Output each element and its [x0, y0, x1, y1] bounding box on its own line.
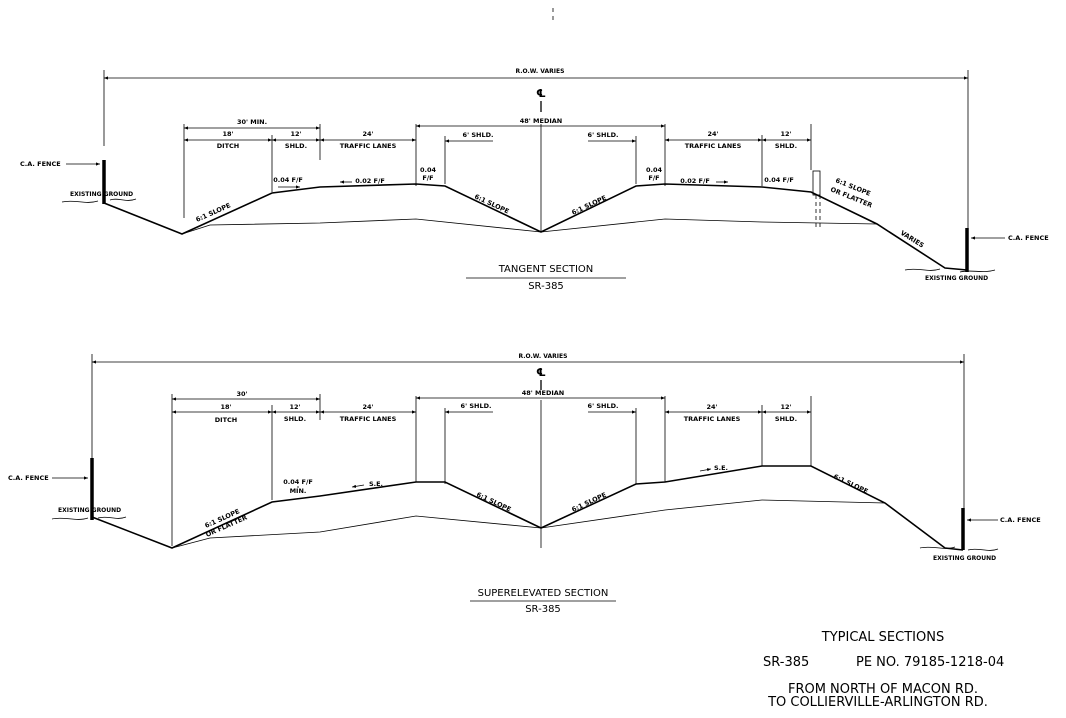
- dim-18: 18': [222, 130, 233, 138]
- ditch-label-2: DITCH: [215, 416, 237, 424]
- existing-ground-left: EXISTING GROUND: [70, 191, 133, 198]
- superelevated-section: R.O.W. VARIES ℄ 30' 18' DITCH 12' SHLD. …: [8, 353, 1041, 615]
- fence-label-right-2: C.A. FENCE: [1000, 516, 1041, 524]
- title-block-to: TO COLLIERVILLE-ARLINGTON RD.: [767, 695, 988, 710]
- dim-30: 30': [236, 390, 247, 398]
- dim-24-left: 24': [362, 130, 373, 138]
- left-fence: C.A. FENCE EXISTING GROUND: [20, 160, 137, 204]
- median-dimensions-2: 48' MEDIAN 6' SHLD. 6' SHLD.: [416, 389, 666, 484]
- slope-61-d-2: 6:1 SLOPE: [832, 473, 869, 496]
- se-right: S.E.: [714, 464, 728, 472]
- row-label: R.O.W. VARIES: [516, 68, 565, 75]
- shld6-left-2: 6' SHLD.: [461, 402, 492, 410]
- slope-004-left: 0.04 F/F: [273, 176, 303, 184]
- fence-label-left-2: C.A. FENCE: [8, 474, 49, 482]
- guardrail: [812, 170, 821, 228]
- shld6-right: 6' SHLD.: [588, 131, 619, 139]
- right-dimensions: 24' TRAFFIC LANES 12' SHLD.: [665, 124, 812, 186]
- slope-002-left: 0.02 F/F: [355, 177, 385, 185]
- dim-18-2: 18': [220, 403, 231, 411]
- median-label: 48' MEDIAN: [520, 117, 563, 125]
- traffic-lanes-right-2: TRAFFIC LANES: [684, 415, 741, 423]
- dim-24-left-2: 24': [362, 403, 373, 411]
- tangent-section: R.O.W. VARIES ℄ 30' MIN. 18' DITCH 12' S…: [20, 68, 1049, 292]
- super-profile: [91, 465, 964, 551]
- shld-right: SHLD.: [775, 142, 797, 150]
- tangent-subtitle: SR-385: [528, 281, 564, 292]
- dim-30-min: 30' MIN.: [237, 118, 267, 126]
- existing-ground-right-2: EXISTING GROUND: [933, 555, 996, 562]
- row-dimension-2: R.O.W. VARIES: [91, 353, 965, 508]
- shld6-right-2: 6' SHLD.: [588, 402, 619, 410]
- right-fence: C.A. FENCE EXISTING GROUND: [904, 228, 1049, 282]
- centerline: ℄: [536, 87, 546, 232]
- ff-left-1: 0.04: [420, 166, 437, 174]
- ff-left-2: F/F: [422, 174, 433, 182]
- slope-61-c: 6:1 SLOPE: [570, 194, 607, 217]
- right-fence-2: C.A. FENCE EXISTING GROUND: [919, 508, 1041, 562]
- title-block-heading: TYPICAL SECTIONS: [821, 630, 944, 645]
- ditch-label: DITCH: [217, 142, 239, 150]
- fence-label-right: C.A. FENCE: [1008, 234, 1049, 242]
- super-title: SUPERELEVATED SECTION: [478, 588, 609, 599]
- dim-24-right: 24': [707, 130, 718, 138]
- centerline-symbol: ℄: [536, 87, 546, 100]
- dim-12-right: 12': [780, 130, 791, 138]
- shld-left-2: SHLD.: [284, 415, 306, 423]
- shld-right-2: SHLD.: [775, 415, 797, 423]
- dim-24-right-2: 24': [706, 403, 717, 411]
- centerline-symbol-2: ℄: [536, 366, 546, 379]
- tangent-profile: [103, 183, 968, 271]
- ff-right-1: 0.04: [646, 166, 663, 174]
- dim-12-left-2: 12': [289, 403, 300, 411]
- row-dimension: R.O.W. VARIES: [103, 68, 969, 228]
- title-block-from: FROM NORTH OF MACON RD.: [788, 682, 978, 697]
- dim-12-left: 12': [290, 130, 301, 138]
- ff-right-2: F/F: [648, 174, 659, 182]
- traffic-lanes-right: TRAFFIC LANES: [685, 142, 742, 150]
- se-left: S.E.: [369, 480, 383, 488]
- left-fence-2: C.A. FENCE EXISTING GROUND: [8, 458, 127, 520]
- fence-label-left: C.A. FENCE: [20, 160, 61, 168]
- slope-004-right: 0.04 F/F: [764, 176, 794, 184]
- super-subtitle: SR-385: [525, 604, 561, 615]
- shld6-left: 6' SHLD.: [463, 131, 494, 139]
- slope-61-b-2: 6:1 SLOPE: [475, 491, 512, 514]
- centerline-2: ℄: [536, 366, 546, 548]
- row-label-2: R.O.W. VARIES: [519, 353, 568, 360]
- tangent-title: TANGENT SECTION: [498, 264, 594, 275]
- right-dimensions-2: 24' TRAFFIC LANES 12' SHLD.: [665, 396, 812, 466]
- slope-61-b: 6:1 SLOPE: [473, 193, 510, 216]
- left-dimensions-2: 30' 18' DITCH 12' SHLD. 24' TRAFFIC LANE…: [171, 390, 417, 546]
- median-dimensions: 48' MEDIAN 6' SHLD. 6' SHLD.: [416, 117, 666, 186]
- title-block-pe: PE NO. 79185-1218-04: [856, 655, 1004, 670]
- dim-12-right-2: 12': [780, 403, 791, 411]
- title-block: TYPICAL SECTIONS SR-385 PE NO. 79185-121…: [763, 630, 1004, 710]
- title-block-route: SR-385: [763, 655, 809, 670]
- slope-002-right: 0.02 F/F: [680, 177, 710, 185]
- traffic-lanes-left: TRAFFIC LANES: [340, 142, 397, 150]
- slope-61-c-2: 6:1 SLOPE: [570, 491, 607, 514]
- existing-ground-right: EXISTING GROUND: [925, 275, 988, 282]
- shld-left: SHLD.: [285, 142, 307, 150]
- super-subgrade: [171, 499, 886, 549]
- ff-min-2: MIN.: [290, 487, 307, 495]
- existing-ground-left-2: EXISTING GROUND: [58, 507, 121, 514]
- tangent-subgrade: [181, 218, 878, 235]
- ff-min-1: 0.04 F/F: [283, 478, 313, 486]
- left-dimensions: 30' MIN. 18' DITCH 12' SHLD. 24' TRAFFIC…: [183, 118, 417, 218]
- traffic-lanes-left-2: TRAFFIC LANES: [340, 415, 397, 423]
- median-label-2: 48' MEDIAN: [522, 389, 565, 397]
